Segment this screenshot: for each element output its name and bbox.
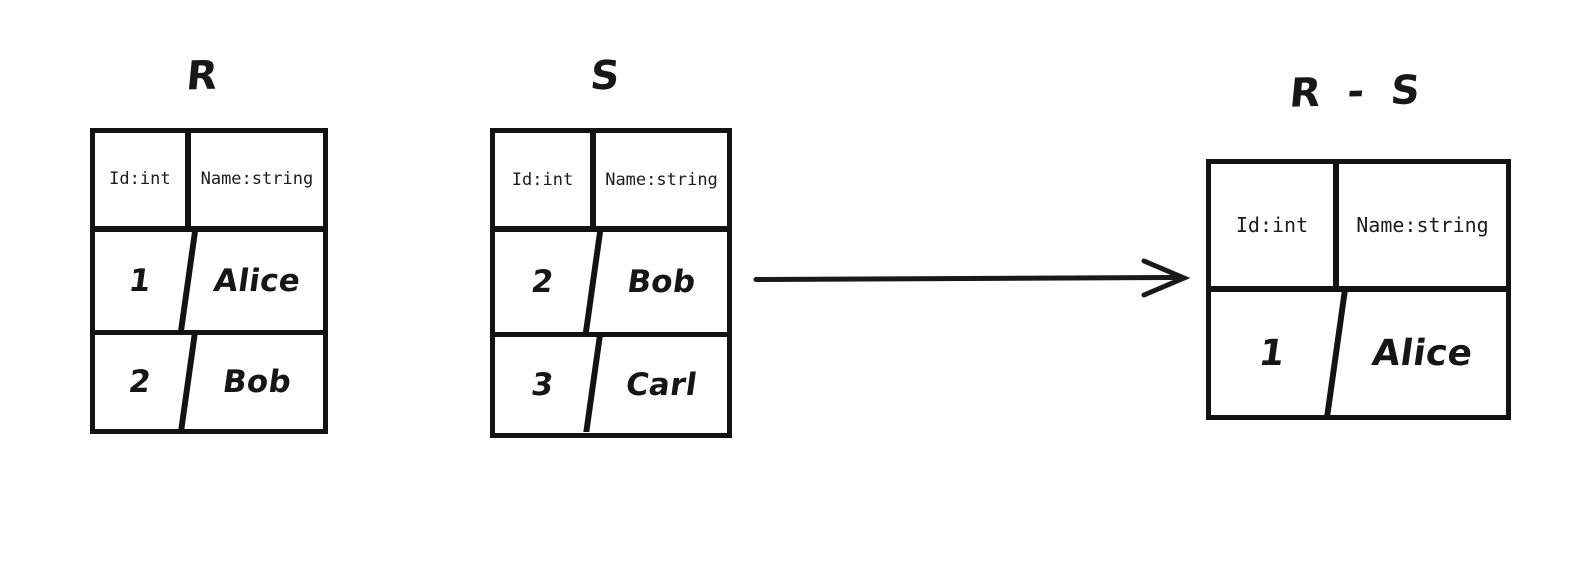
relation-title-r: R — [184, 52, 224, 100]
header-cell-id: Id:int — [495, 133, 596, 226]
relation-title-result: R - S — [1287, 67, 1429, 117]
cell-name: Bob — [624, 264, 699, 300]
table-header-row: Id:int Name:string — [495, 133, 727, 232]
relation-table-r: Id:int Name:string 1 Alice 2 Bob — [88, 128, 328, 434]
table-row: 2 Bob — [487, 232, 727, 332]
cell-name: Bob — [220, 364, 294, 401]
header-cell-name: Name:string — [200, 169, 314, 190]
table-header-row: Id:int Name:string — [1211, 164, 1506, 293]
cell-id: 2 — [88, 335, 198, 429]
arrow-right-icon — [753, 258, 1191, 298]
cell-name: Alice — [1369, 333, 1476, 374]
table-row: 1 Alice — [1202, 292, 1506, 415]
header-cell-id: Id:int — [95, 133, 191, 226]
header-cell-name: Name:string — [605, 169, 718, 190]
header-cell-name: Name:string — [1356, 213, 1489, 237]
cell-id: 1 — [1202, 292, 1348, 415]
relation-table-result: Id:int Name:string 1 Alice — [1202, 159, 1511, 420]
table-row: 1 Alice — [88, 231, 323, 331]
table-header-row: Id:int Name:string — [95, 133, 323, 232]
cell-name: Alice — [211, 263, 303, 299]
cell-name: Carl — [623, 366, 700, 403]
cell-id: 1 — [88, 231, 198, 331]
relation-title-s: S — [588, 52, 626, 100]
header-cell-id: Id:int — [1211, 164, 1339, 287]
cell-id: 2 — [487, 232, 604, 332]
table-row: 3 Carl — [488, 332, 727, 432]
table-row: 2 Bob — [88, 330, 323, 429]
relation-table-s: Id:int Name:string 2 Bob 3 Carl — [487, 128, 732, 438]
cell-id: 3 — [488, 337, 603, 432]
